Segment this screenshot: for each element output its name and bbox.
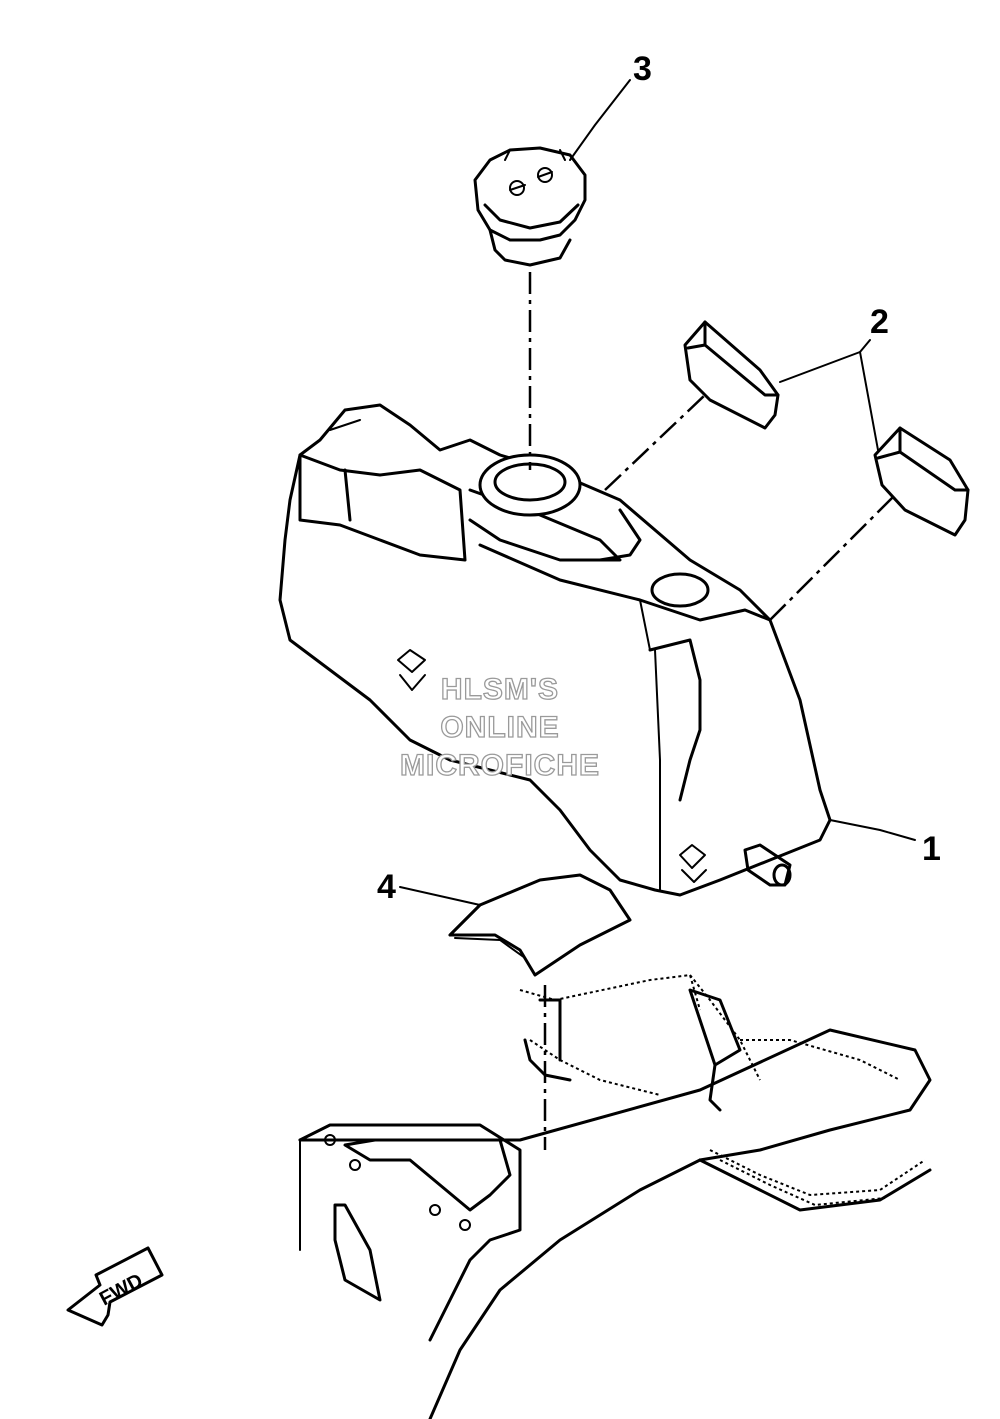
fwd-direction-arrow: FWD (66, 1246, 164, 1327)
leader-lines (399, 79, 916, 906)
watermark-line-2: ONLINE (440, 711, 559, 744)
callout-damper: 2 (870, 303, 889, 341)
damper-upper (683, 320, 780, 430)
callout-fuel-tank: 1 (922, 830, 941, 868)
damper-lower (873, 426, 970, 537)
protector (448, 873, 632, 977)
watermark-line-3: MICROFICHE (400, 749, 600, 782)
callout-protector: 4 (377, 868, 396, 906)
frame-assembly (298, 973, 932, 1419)
watermark: HLSM'S ONLINE MICROFICHE (399, 672, 600, 782)
alignment-line-damper-lower (769, 494, 896, 621)
watermark-line-1: HLSM'S (441, 673, 559, 706)
tank-cap (473, 146, 587, 470)
fuel-tank (278, 403, 832, 897)
alignment-line-damper-upper (604, 394, 706, 491)
callout-tank-cap: 3 (633, 50, 652, 88)
